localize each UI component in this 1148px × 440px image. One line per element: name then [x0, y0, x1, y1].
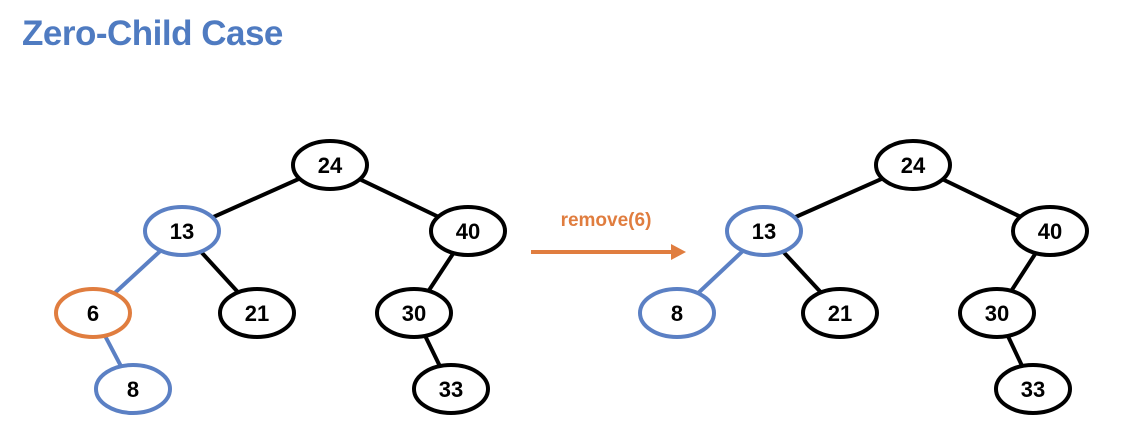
- node-label: 40: [456, 219, 480, 244]
- operation-arrow: remove(6): [531, 210, 686, 260]
- node-ellipse: [375, 287, 453, 339]
- tree-node-24: 24: [874, 139, 952, 191]
- node-ellipse: [143, 205, 221, 257]
- node-label: 8: [127, 377, 139, 402]
- node-ellipse: [638, 287, 716, 339]
- node-ellipse: [291, 139, 369, 191]
- tree-node-30: 30: [375, 287, 453, 339]
- tree-before: 24 13 40 6 21 30 8 33: [54, 139, 507, 415]
- tree-node-8: 8: [638, 287, 716, 339]
- node-ellipse: [801, 287, 879, 339]
- tree-node-33: 33: [412, 363, 490, 415]
- node-ellipse: [1011, 205, 1089, 257]
- tree-node-40: 40: [1011, 205, 1089, 257]
- arrow-head: [671, 244, 686, 260]
- node-ellipse: [429, 205, 507, 257]
- node-ellipse: [218, 287, 296, 339]
- page-title: Zero-Child Case: [22, 14, 283, 53]
- node-label: 8: [671, 301, 683, 326]
- tree-node-6: 6: [54, 287, 132, 339]
- node-ellipse: [54, 287, 132, 339]
- node-label: 33: [1021, 377, 1045, 402]
- node-label: 6: [87, 301, 99, 326]
- tree-node-13: 13: [725, 205, 803, 257]
- node-ellipse: [874, 139, 952, 191]
- operation-label: remove(6): [561, 210, 652, 231]
- tree-node-30: 30: [958, 287, 1036, 339]
- node-label: 21: [245, 301, 269, 326]
- tree-node-33: 33: [994, 363, 1072, 415]
- node-ellipse: [94, 363, 172, 415]
- tree-node-13: 13: [143, 205, 221, 257]
- node-label: 24: [901, 153, 926, 178]
- tree-node-8: 8: [94, 363, 172, 415]
- node-label: 30: [985, 301, 1009, 326]
- node-label: 40: [1038, 219, 1062, 244]
- node-ellipse: [412, 363, 490, 415]
- tree-node-21: 21: [801, 287, 879, 339]
- tree-after: 24 13 40 8 21 30 33: [638, 139, 1089, 415]
- node-label: 33: [439, 377, 463, 402]
- tree-node-21: 21: [218, 287, 296, 339]
- tree-node-40: 40: [429, 205, 507, 257]
- tree-node-24: 24: [291, 139, 369, 191]
- node-label: 30: [402, 301, 426, 326]
- node-label: 21: [828, 301, 852, 326]
- node-label: 24: [318, 153, 343, 178]
- node-label: 13: [170, 219, 194, 244]
- node-ellipse: [958, 287, 1036, 339]
- node-ellipse: [994, 363, 1072, 415]
- node-label: 13: [752, 219, 776, 244]
- node-ellipse: [725, 205, 803, 257]
